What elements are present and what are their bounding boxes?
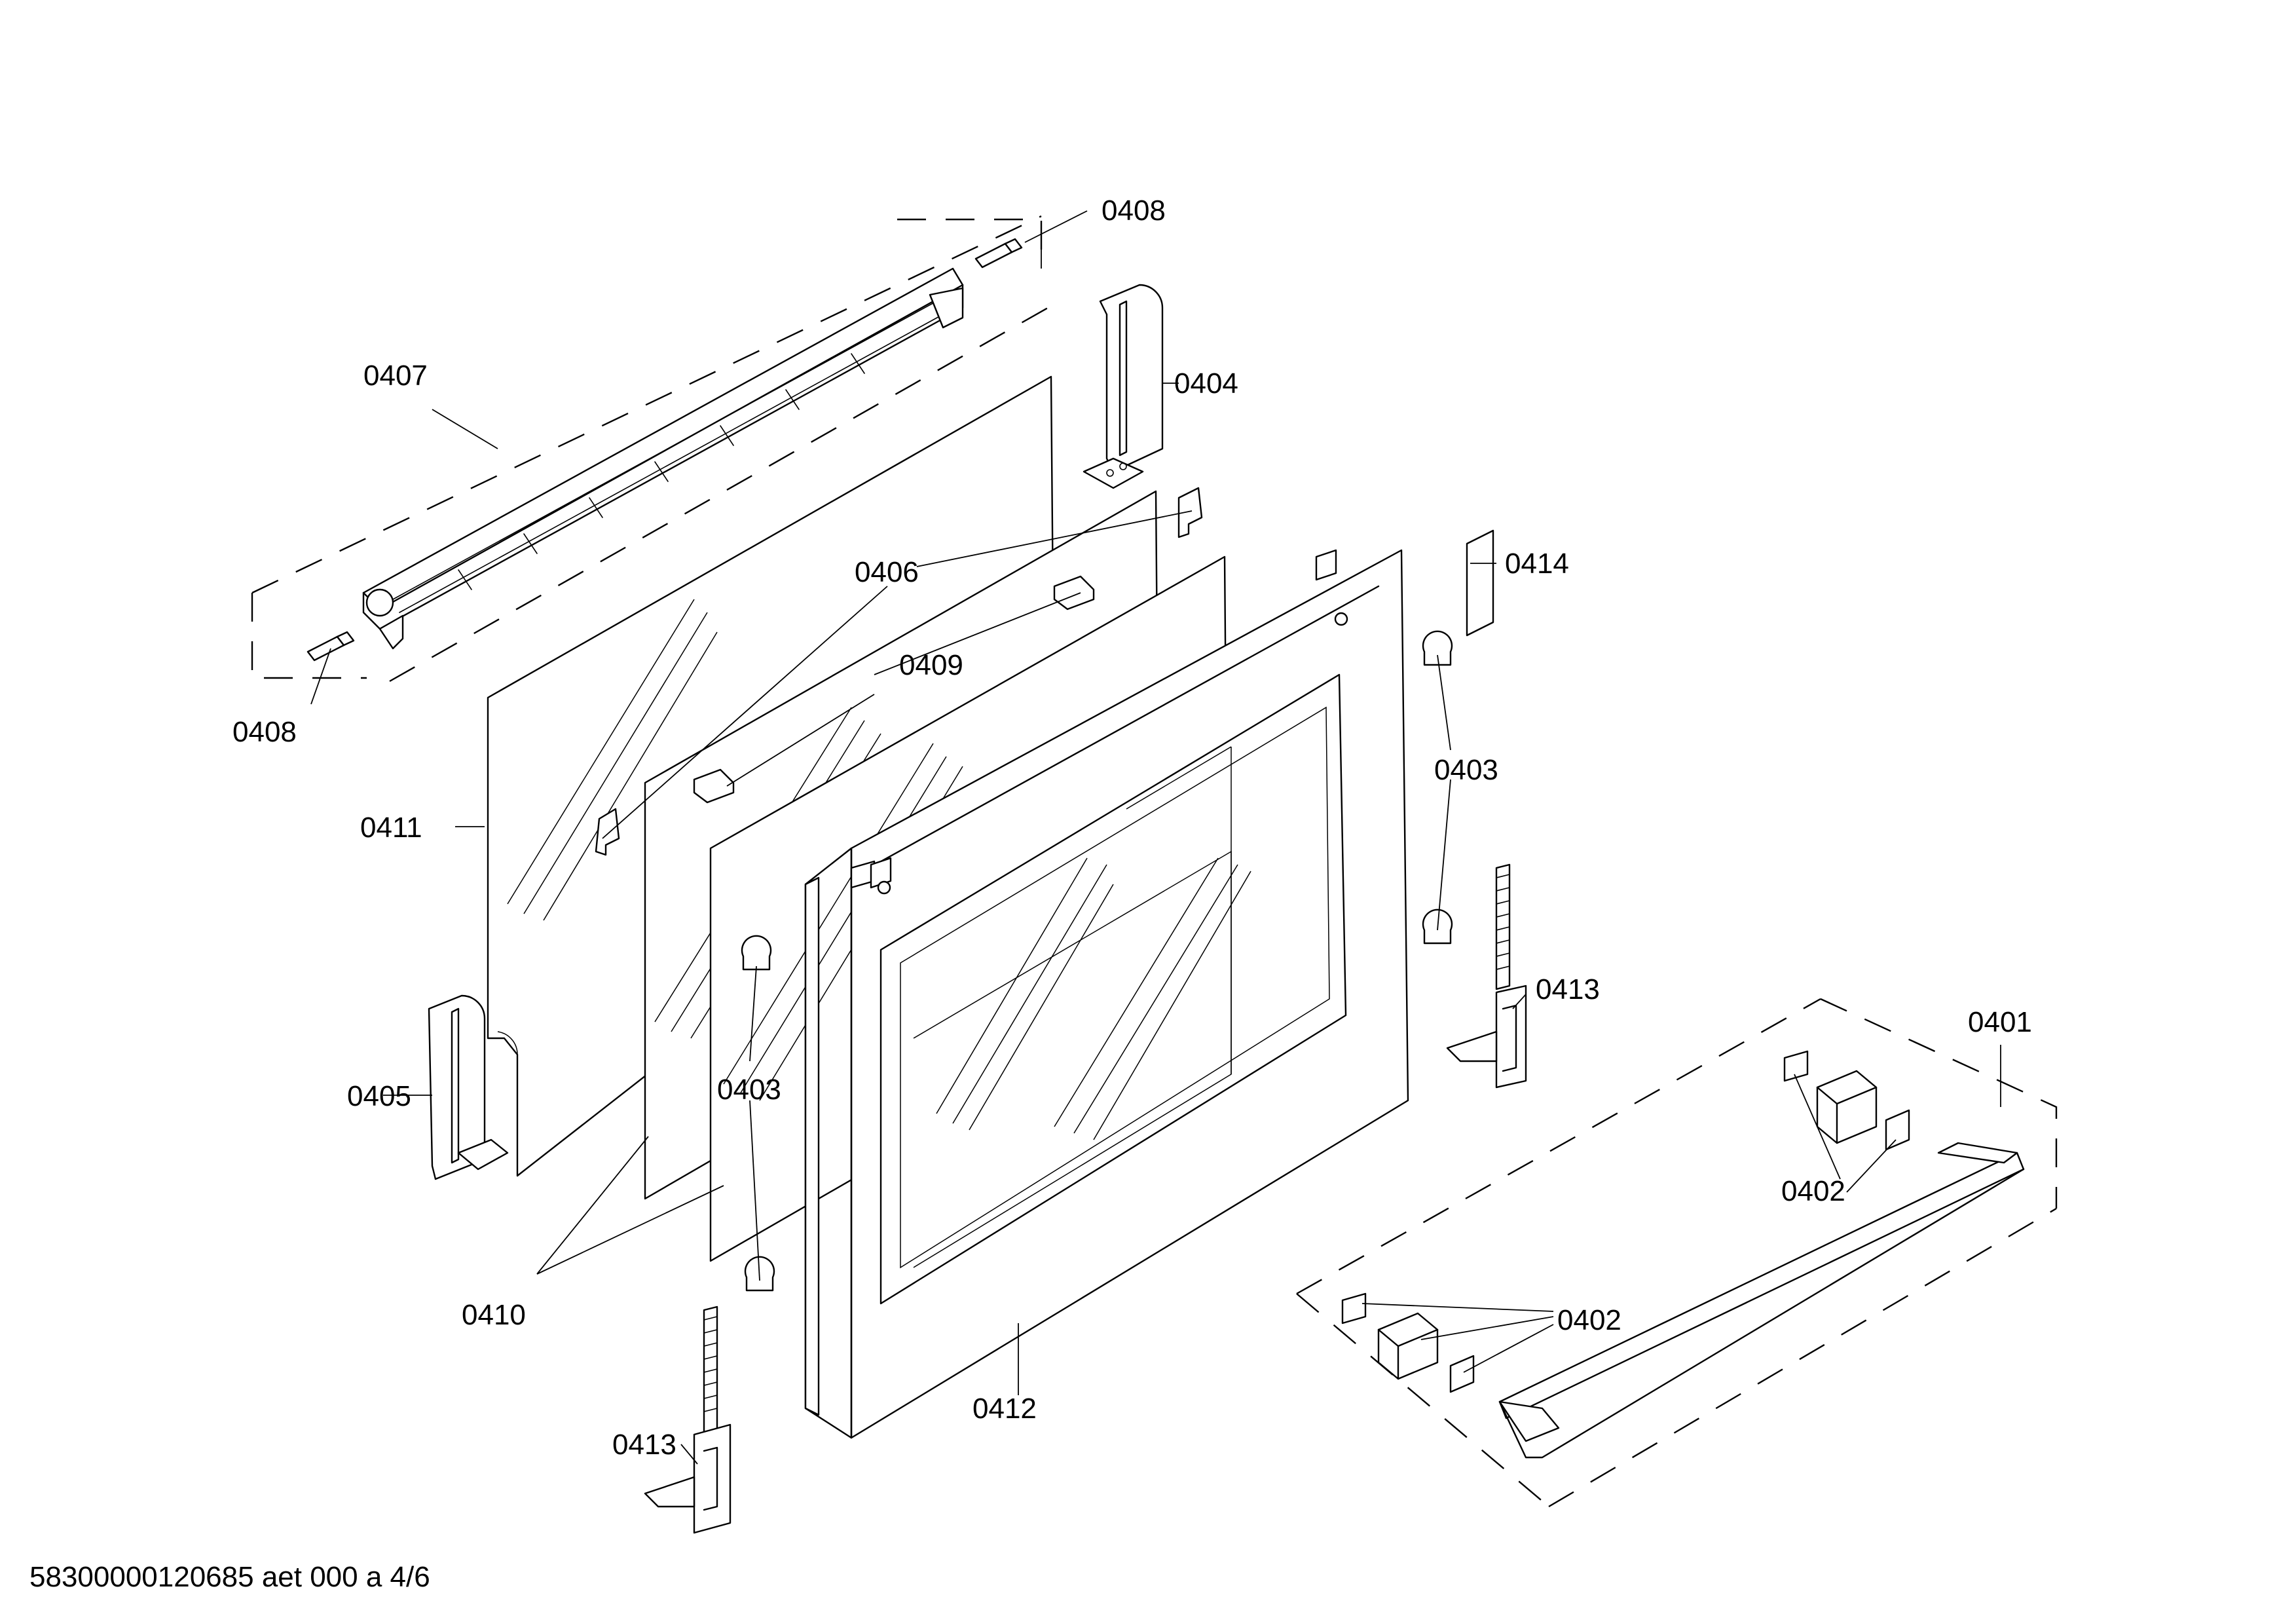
callout-0404: 0404 bbox=[1174, 367, 1238, 400]
hinge-0413-left bbox=[644, 1305, 731, 1534]
callout-0408-top: 0408 bbox=[1102, 195, 1166, 227]
gasket-0414 bbox=[1466, 529, 1494, 637]
handle-dashed-boundary bbox=[1296, 998, 2058, 1508]
callout-0413-right: 0413 bbox=[1536, 973, 1600, 1005]
callout-0411: 0411 bbox=[360, 812, 422, 844]
callout-0405: 0405 bbox=[347, 1080, 411, 1112]
callout-0403-right: 0403 bbox=[1434, 754, 1498, 786]
mount-0402-right bbox=[1783, 1050, 1910, 1151]
callout-0414: 0414 bbox=[1505, 548, 1569, 580]
side-guard-0404 bbox=[1083, 284, 1164, 489]
callout-0407: 0407 bbox=[363, 360, 428, 392]
callout-0413-left: 0413 bbox=[612, 1429, 676, 1461]
top-trim-dashed-boundary bbox=[251, 215, 1048, 683]
callout-0410: 0410 bbox=[462, 1299, 526, 1331]
document-id: 58300000120685 aet 000 a 4/6 bbox=[29, 1561, 430, 1593]
grommet-0403-c bbox=[741, 935, 772, 971]
clip-0406-right bbox=[1177, 487, 1203, 538]
top-trim-strip-0407 bbox=[362, 267, 964, 650]
callout-0402-right: 0402 bbox=[1781, 1175, 1845, 1207]
side-guard-0405 bbox=[428, 994, 509, 1180]
pin-0408-bottom bbox=[306, 631, 355, 662]
callout-0402-left: 0402 bbox=[1557, 1304, 1621, 1336]
callout-0406: 0406 bbox=[855, 556, 919, 588]
grommet-0403-a bbox=[1422, 630, 1453, 666]
callout-0409: 0409 bbox=[899, 649, 963, 681]
mount-0402-left bbox=[1341, 1292, 1475, 1393]
callout-0412: 0412 bbox=[972, 1393, 1037, 1425]
hinge-0413-right bbox=[1446, 863, 1527, 1089]
block-0409-right bbox=[1053, 575, 1095, 610]
pin-0408-top bbox=[974, 238, 1023, 269]
door-frame-0412 bbox=[804, 549, 1409, 1439]
block-0409-left bbox=[693, 768, 735, 804]
callout-0408-bottom: 0408 bbox=[232, 716, 297, 748]
callout-0403-left: 0403 bbox=[717, 1074, 781, 1106]
callout-0401: 0401 bbox=[1968, 1006, 2032, 1038]
clip-0406-left bbox=[595, 808, 620, 856]
leader-lines bbox=[310, 210, 2001, 1465]
handle-0401 bbox=[1498, 1142, 2025, 1459]
